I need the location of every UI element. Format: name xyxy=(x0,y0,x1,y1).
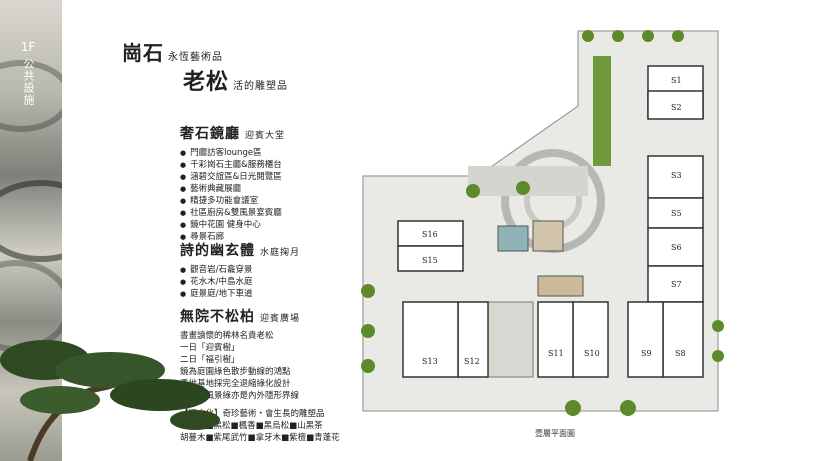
list-item: 門廳訪客lounge區 xyxy=(180,147,285,159)
text-line: 書畫讀懷的稀林名貴老松 xyxy=(180,331,274,341)
tree-symbol xyxy=(516,181,530,195)
landscape-strip xyxy=(593,56,611,166)
section-title-text: 無院不松柏 xyxy=(180,309,255,325)
legend-line: 【顯文化】奇珍藝術・會生長的雕塑品 xyxy=(180,409,325,419)
section-title: 詩的幽玄體水庭掬月 xyxy=(180,240,300,260)
pine-foliage xyxy=(170,410,220,430)
tree-symbol xyxy=(361,324,375,338)
text-line: 一日「迎賓樹」 xyxy=(180,343,240,353)
tree-symbol xyxy=(620,400,636,416)
lobby-lounge xyxy=(532,220,564,252)
section-list: 觀音岩/石龕穿景 花水木/中島水庭 庭景庭/地下車道 xyxy=(180,264,300,300)
list-item: 鏡中花園 健身中心 xyxy=(180,219,285,231)
section-title-text: 奢石鏡廳 xyxy=(180,126,240,142)
unit-s7-block xyxy=(647,265,704,303)
tree-symbol xyxy=(361,284,375,298)
section-subtitle: 水庭掬月 xyxy=(260,248,301,258)
text-line: 鏡為庭園綠色散步動線的鴻點 xyxy=(180,367,291,377)
pine-foliage xyxy=(110,379,210,411)
tree-symbol xyxy=(361,359,375,373)
tree-symbol xyxy=(582,30,594,42)
headline-2-main: 老松 xyxy=(183,69,230,95)
unit-s11-block xyxy=(537,301,574,378)
section-list: 門廳訪客lounge區 千彩崗石主廳&服務櫃台 涵碧交誼區&日光閱覽區 藝術典藏… xyxy=(180,147,285,243)
text-line: 五面向風景綠亦是內外隱形界線 xyxy=(180,391,300,401)
unit-s9-block xyxy=(627,301,664,378)
unit-s2-block xyxy=(647,90,704,120)
unit-label: S15 xyxy=(422,256,438,265)
unit-label: S6 xyxy=(671,243,682,252)
unit-s10-block xyxy=(572,301,609,378)
unit-label: S9 xyxy=(641,349,652,358)
pine-tree-illustration xyxy=(0,340,220,461)
left-stone-artwork: 1F 公共設施 xyxy=(0,0,62,461)
unit-label: S10 xyxy=(584,349,600,358)
list-item: 觀音岩/石龕穿景 xyxy=(180,264,300,276)
list-item: 千彩崗石主廳&服務櫃台 xyxy=(180,159,285,171)
unit-s8-block xyxy=(662,301,704,378)
section-plaza: 無院不松柏迎賓廣場 書畫讀懷的稀林名貴老松 一日「迎賓樹」 二日「福引樹」 鏡為… xyxy=(180,306,340,444)
floor-tag: 1F 公共設施 xyxy=(18,40,38,106)
list-item: 尋景石廊 xyxy=(180,231,285,243)
section-subtitle: 迎賓大堂 xyxy=(245,131,286,141)
unit-label: S5 xyxy=(671,209,682,218)
tree-symbol xyxy=(612,30,624,42)
tree-symbol xyxy=(466,184,480,198)
floor-label: 公共設施 xyxy=(22,58,35,106)
headline-1-main: 崗石 xyxy=(122,41,164,65)
pine-foliage xyxy=(55,352,165,388)
unit-label: S2 xyxy=(671,103,682,112)
feature-room xyxy=(537,275,584,297)
unit-s12-block xyxy=(457,301,489,378)
unit-label: S13 xyxy=(422,357,438,366)
list-item: 精捷多功能會議室 xyxy=(180,195,285,207)
section-title: 無院不松柏迎賓廣場 xyxy=(180,306,340,326)
water-court xyxy=(497,225,529,252)
tree-legend: 【顯文化】奇珍藝術・會生長的雕塑品 臨時松■黑松■楓香■黑烏松■山黑茶 胡蔓木■… xyxy=(180,408,340,444)
section-title: 奢石鏡廳迎賓大堂 xyxy=(180,123,285,143)
pine-foliage xyxy=(20,386,100,414)
headline-2: 老松活的雕塑品 xyxy=(183,64,288,96)
tree-symbol xyxy=(565,400,581,416)
tree-symbol xyxy=(712,350,724,362)
list-item: 庭景庭/地下車道 xyxy=(180,288,300,300)
unit-label: S1 xyxy=(671,76,682,85)
driveway-ramp xyxy=(487,301,534,378)
stone-swirl xyxy=(0,60,62,132)
unit-label: S11 xyxy=(548,349,564,358)
floor-level: 1F xyxy=(20,40,36,54)
list-item: 藝術典藏展廳 xyxy=(180,183,285,195)
section-title-text: 詩的幽玄體 xyxy=(180,243,255,259)
unit-s6-block xyxy=(647,227,704,267)
headline-1-sub: 永恆藝術品 xyxy=(168,52,223,63)
section-lines: 書畫讀懷的稀林名貴老松 一日「迎賓樹」 二日「福引樹」 鏡為庭園綠色散步動線的鴻… xyxy=(180,330,340,402)
unit-s5-block xyxy=(647,197,704,229)
legend-line: 臨時松■黑松■楓香■黑烏松■山黑茶 xyxy=(180,421,323,431)
unit-label: S12 xyxy=(464,357,480,366)
unit-label: S3 xyxy=(671,171,682,180)
unit-label: S7 xyxy=(671,280,682,289)
tree-symbol xyxy=(672,30,684,42)
list-item: 花水木/中島水庭 xyxy=(180,276,300,288)
map-caption: 壹層平面圖 xyxy=(535,429,575,438)
legend-line: 胡蔓木■紫尾武竹■拿牙木■紫檀■青蓬花 xyxy=(180,433,340,443)
text-line: 秀地基地採完全退縮綠化設計 xyxy=(180,379,291,389)
unit-label: S8 xyxy=(675,349,686,358)
text-line: 二日「福引樹」 xyxy=(180,355,240,365)
stone-swirl xyxy=(0,180,62,262)
headline-2-sub: 活的雕塑品 xyxy=(233,81,289,92)
unit-s15-block xyxy=(397,245,464,272)
tree-symbol xyxy=(642,30,654,42)
floor-plan: S1 S2 S3 S5 S6 S7 S8 S9 S10 S11 S12 S13 … xyxy=(361,30,724,416)
tree-symbol xyxy=(712,320,724,332)
section-subtitle: 迎賓廣場 xyxy=(260,314,301,324)
unit-s13-block xyxy=(402,301,459,378)
unit-label: S16 xyxy=(422,230,438,239)
list-item: 涵碧交誼區&日光閱覽區 xyxy=(180,171,285,183)
list-item: 社區廚房&雙風景宴賓廳 xyxy=(180,207,285,219)
headline-1: 崗石永恆藝術品 xyxy=(122,37,223,66)
